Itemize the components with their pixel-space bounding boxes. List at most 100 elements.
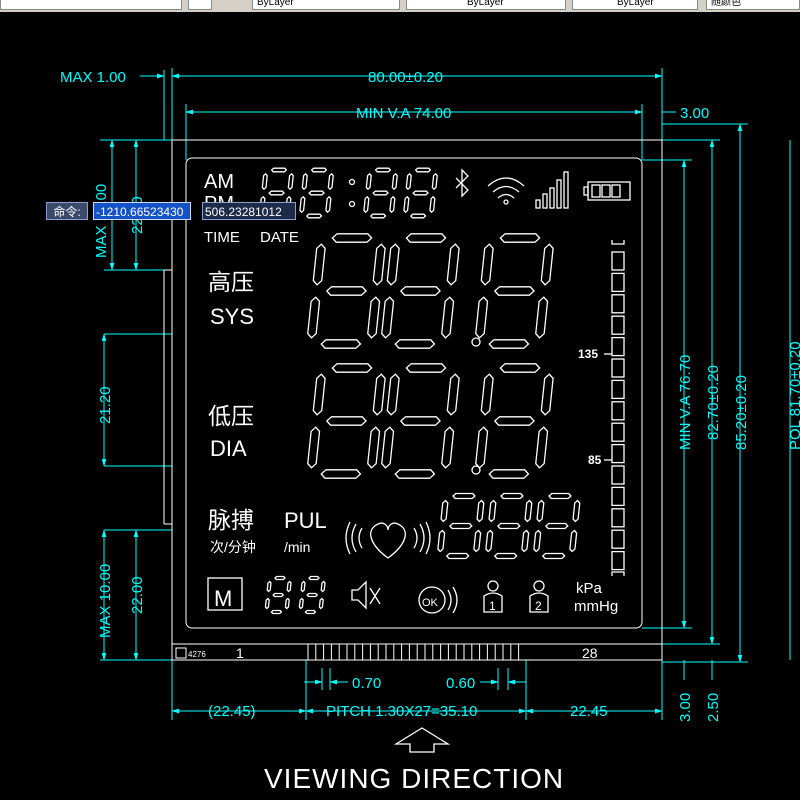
lcd-mmhg: mmHg [574,598,618,615]
dim-pitch: PITCH 1.30X27=35.10 [326,703,477,720]
lcd-texts: AM PM TIME DATE 高压 SYS 低压 DIA 脉搏 PUL 次/分… [204,171,618,615]
color-dropdown[interactable]: ByLayer [252,0,400,10]
bar-segment [611,251,625,271]
lcd-dia: DIA [210,436,247,461]
dimension-lines [100,68,791,720]
bar-segment [611,315,625,335]
coordinate-x-input[interactable]: -1210.66523430 [93,202,191,220]
layer-tools-icon[interactable] [188,0,212,10]
dim-pin-0-70: 0.70 [352,675,381,692]
lcd-pul: PUL [284,508,327,533]
dim-max-10-bottom: MAX 10.00 [97,564,114,638]
bar-segment [611,443,625,464]
lcd-user-2: 2 [535,599,542,613]
lcd-pul-cn: 脉搏 [208,507,254,533]
dimension-texts: MAX 1.00 80.00±0.20 MIN V.A 74.00 3.00 M… [60,69,800,722]
bar-segment [611,486,625,507]
pin-label-28: 28 [582,645,598,661]
battery-icon [583,181,631,201]
dim-width-total: 80.00±0.20 [368,69,443,86]
cad-drawing-canvas[interactable]: MAX 1.00 80.00±0.20 MIN V.A 74.00 3.00 M… [0,12,800,800]
pul-digit [437,492,485,560]
lcd-segments [259,167,581,615]
ok-icon [418,586,458,614]
layer-dropdown[interactable] [0,0,182,10]
pin-labels: 1 28 4276 [175,645,598,661]
dim-height-85: 85.20±0.20 [733,375,750,450]
heart-icon [345,521,431,559]
dim-right-22-45: 22.45 [570,703,608,720]
viewing-direction-arrow-icon [393,727,451,753]
plotstyle-dropdown[interactable]: 随颜色 [706,0,800,10]
color-dropdown-value: ByLayer [257,0,294,8]
bar-segment [611,294,625,314]
time-digit [403,167,438,219]
bar-segment [611,550,625,571]
viewing-direction-label: VIEWING DIRECTION [264,763,564,794]
pul-digit [485,492,533,560]
pressure-bar-graph [604,240,625,576]
dia-digit [381,363,460,479]
lcd-am: AM [204,171,234,193]
dim-pol-height: POL 81.70±0.20 [787,341,800,450]
coordinate-y-input[interactable]: 506.23281012 [202,202,296,220]
scale-85: 85 [588,453,602,467]
bluetooth-icon [455,168,469,198]
user-1-icon [483,580,503,613]
dim-bottom-2-50: 2.50 [705,693,722,722]
pul-digit [533,492,581,560]
dim-min-va-height: MIN V.A 76.70 [677,355,694,450]
linetype-dropdown-value: ByLayer [467,0,504,8]
part-number: 4276 [188,650,206,659]
time-digit [363,167,398,219]
bar-segment [611,465,625,485]
dim-right-gap: 3.00 [680,105,709,122]
memory-digit [298,575,326,615]
time-digit [299,167,334,219]
bar-segment [611,336,625,357]
bar-segment [611,401,625,421]
bar-segment [611,508,625,528]
lcd-pul-cn-unit: 次/分钟 [210,539,256,555]
dim-22-bottom: 22.00 [129,576,146,614]
bar-segment [611,529,625,549]
lcd-dia-cn: 低压 [208,403,254,429]
dim-21-20: 21.20 [97,386,114,424]
lcd-user-1: 1 [489,599,496,613]
mute-speaker-icon [351,580,381,610]
dim-pin-0-60: 0.60 [446,675,475,692]
lcd-memory: M [214,586,232,611]
linetype-dropdown[interactable]: ByLayer [406,0,566,10]
dia-digit [475,363,554,479]
lcd-time: TIME [204,229,240,246]
dim-height-82: 82.70±0.20 [705,365,722,440]
signal-strength-icon [535,171,569,209]
sys-decimal-dot [471,337,481,347]
wifi-icon [487,177,525,205]
dia-digit [307,363,386,479]
lcd-pul-unit: /min [284,539,310,555]
lcd-ok: OK [422,597,439,609]
bar-cap [611,571,625,576]
memory-box-icon [207,577,243,611]
sys-digit [307,233,386,349]
command-prompt-label: 命令: [46,202,88,220]
lcd-sys: SYS [210,304,254,329]
time-colon-dot [348,200,356,208]
bar-cap [611,240,625,245]
scale-135: 135 [578,347,598,361]
time-colon-dot [348,178,356,186]
dia-decimal-dot [471,465,481,475]
sys-digit [381,233,460,349]
cad-toolbar: ByLayer ByLayer ByLayer 随颜色 [0,0,800,12]
part-logo-icon [175,647,187,659]
bar-segment [611,379,625,400]
bar-segment [611,422,625,442]
pin-label-1: 1 [236,645,244,661]
lcd-date: DATE [260,229,299,246]
pin-strip [307,644,520,660]
user-2-icon [529,580,549,613]
lineweight-dropdown[interactable]: ByLayer [572,0,698,10]
memory-digit [264,575,292,615]
dim-min-va-width: MIN V.A 74.00 [356,105,451,122]
